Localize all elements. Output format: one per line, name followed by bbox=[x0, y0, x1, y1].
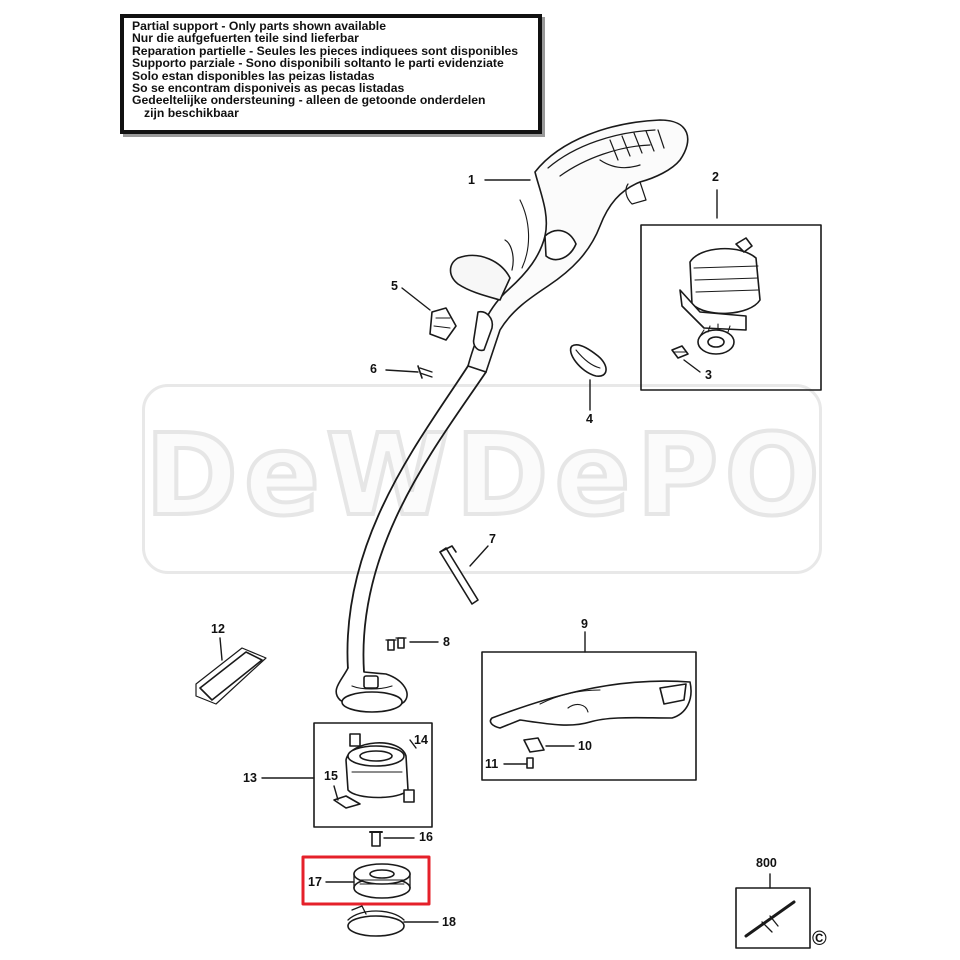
part-7-hex-key bbox=[439, 545, 479, 605]
copyright-mark: © bbox=[812, 928, 827, 950]
part-17-highlight-box bbox=[301, 855, 431, 906]
notice-line: Partial support - Only parts shown avail… bbox=[132, 19, 386, 33]
notice-line: Reparation partielle - Seules les pieces… bbox=[132, 43, 519, 58]
notice-line: zijn beschikbaar bbox=[144, 105, 239, 120]
callout-14: 14 bbox=[414, 733, 428, 747]
leader-lines bbox=[219, 179, 771, 923]
callout-5: 5 bbox=[391, 279, 398, 293]
part-5-switch bbox=[429, 307, 457, 341]
part-8-screws bbox=[385, 637, 407, 651]
notice-line: Gedeeltelijke ondersteuning - alleen de … bbox=[132, 93, 486, 108]
part-18-cap bbox=[347, 905, 405, 937]
notice-line: So se encontram disponiveis as pecas lis… bbox=[132, 81, 405, 96]
part-12-edge-guide bbox=[195, 647, 267, 705]
partial-support-notice: Partial support - Only parts shown avail… bbox=[120, 14, 542, 134]
watermark-frame: DeWDePO bbox=[142, 384, 822, 574]
part-2-group-box bbox=[640, 224, 822, 391]
watermark-text: DeWDePO bbox=[143, 409, 826, 543]
part-3-screw bbox=[671, 345, 689, 359]
callout-9: 9 bbox=[581, 617, 588, 631]
callout-18: 18 bbox=[442, 915, 456, 929]
part-13-group-box bbox=[313, 722, 433, 828]
callout-6: 6 bbox=[370, 362, 377, 376]
part-4-grip-insert bbox=[569, 343, 607, 377]
part-10-clip bbox=[523, 737, 545, 753]
callout-10: 10 bbox=[578, 739, 592, 753]
callout-1: 1 bbox=[468, 173, 475, 187]
callout-17: 17 bbox=[308, 875, 322, 889]
part-14-spring-clip bbox=[349, 733, 415, 803]
callout-4: 4 bbox=[586, 412, 593, 426]
callout-12: 12 bbox=[211, 622, 225, 636]
callout-15: 15 bbox=[324, 769, 338, 783]
callout-11: 11 bbox=[485, 757, 499, 771]
part-13-spool-cover bbox=[345, 742, 409, 799]
part-1-handle-body bbox=[449, 119, 689, 373]
callout-7: 7 bbox=[489, 532, 496, 546]
part-17-spool bbox=[353, 863, 411, 899]
part-9-guard bbox=[489, 680, 692, 729]
part-6-screw bbox=[417, 365, 433, 379]
callout-8: 8 bbox=[443, 635, 450, 649]
part-800-group-box bbox=[735, 887, 811, 949]
part-9-group-box bbox=[481, 651, 697, 781]
callout-2: 2 bbox=[712, 170, 719, 184]
part-2-motor bbox=[679, 237, 761, 355]
callout-3: 3 bbox=[705, 368, 712, 382]
callout-13: 13 bbox=[243, 771, 257, 785]
part-800-accessory bbox=[744, 900, 796, 938]
notice-line: Supporto parziale - Sono disponibili sol… bbox=[132, 56, 504, 71]
part-16-bolt bbox=[369, 831, 383, 847]
callout-800: 800 bbox=[756, 856, 777, 870]
part-15-washer bbox=[333, 795, 361, 809]
part-11-screw bbox=[526, 757, 534, 769]
notice-line: Nur die aufgefuerten teile sind lieferba… bbox=[132, 31, 359, 46]
notice-line: Solo estan disponibles las peizas listad… bbox=[132, 68, 375, 83]
callout-16: 16 bbox=[419, 830, 433, 844]
part-1-shaft bbox=[335, 365, 487, 713]
